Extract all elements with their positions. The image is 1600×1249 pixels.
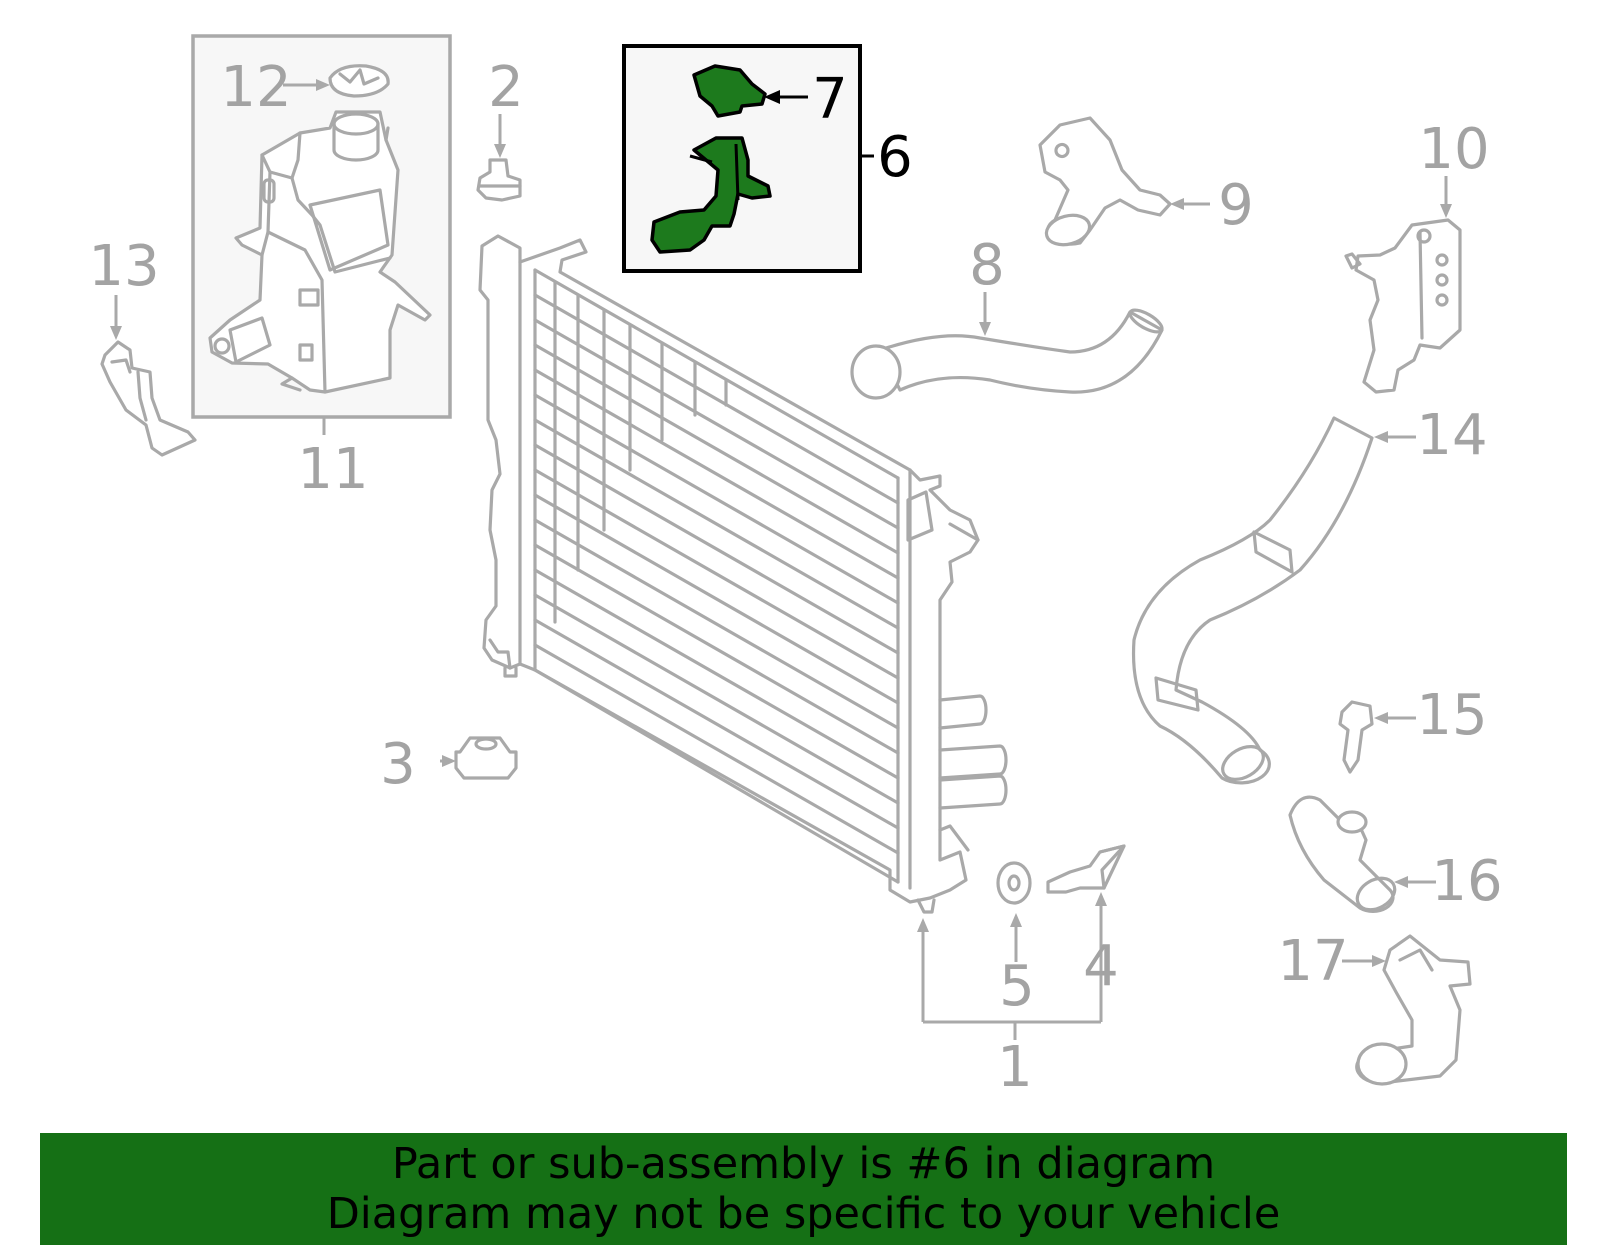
highlight-assembly-6: [622, 44, 874, 273]
callout-14: 14: [1416, 403, 1487, 468]
banner-line-1: Part or sub-assembly is #6 in diagram: [391, 1139, 1216, 1189]
elbow-17: [1342, 934, 1472, 1086]
callout-3: 3: [380, 732, 416, 797]
sensor-15: [1338, 700, 1416, 774]
radiator-fins: [533, 293, 900, 855]
reservoir-group: [191, 34, 452, 419]
callout-4: 4: [1083, 934, 1119, 999]
reservoir-cap: [328, 64, 390, 98]
filler-cap-7: [692, 64, 767, 118]
housing-10: [1344, 176, 1462, 394]
radiator: [478, 234, 1008, 914]
gasket-5: [996, 861, 1032, 962]
callout-9: 9: [1218, 173, 1254, 238]
callout-15: 15: [1416, 683, 1487, 748]
bolt-2: [476, 114, 522, 202]
hose-13: [100, 295, 197, 457]
callout-6: 6: [877, 125, 913, 190]
sensor-4: [1046, 844, 1126, 894]
callout-2: 2: [488, 55, 524, 120]
callout-1-bracket: [917, 892, 1107, 1040]
callout-12-leader: [283, 79, 330, 91]
hose-8: [850, 292, 1164, 400]
callout-17: 17: [1277, 929, 1348, 994]
callout-10: 10: [1418, 117, 1489, 182]
cap-3: [440, 736, 518, 780]
connector-16: [1288, 795, 1436, 913]
callout-5: 5: [999, 954, 1035, 1019]
callout-11: 11: [297, 437, 368, 502]
callout-8: 8: [969, 233, 1005, 298]
callout-16: 16: [1431, 849, 1502, 914]
info-banner: Part or sub-assembly is #6 in diagram Di…: [40, 1133, 1567, 1245]
callout-1: 1: [997, 1035, 1033, 1100]
banner-line-2: Diagram may not be specific to your vehi…: [326, 1189, 1281, 1239]
outlet-9: [1038, 116, 1210, 247]
hose-14: [1131, 416, 1416, 785]
callout-7: 7: [812, 67, 848, 132]
callout-12: 12: [220, 55, 291, 120]
filler-neck-6: [650, 136, 772, 254]
callout-13: 13: [88, 234, 159, 299]
reservoir-tank: [208, 110, 432, 394]
